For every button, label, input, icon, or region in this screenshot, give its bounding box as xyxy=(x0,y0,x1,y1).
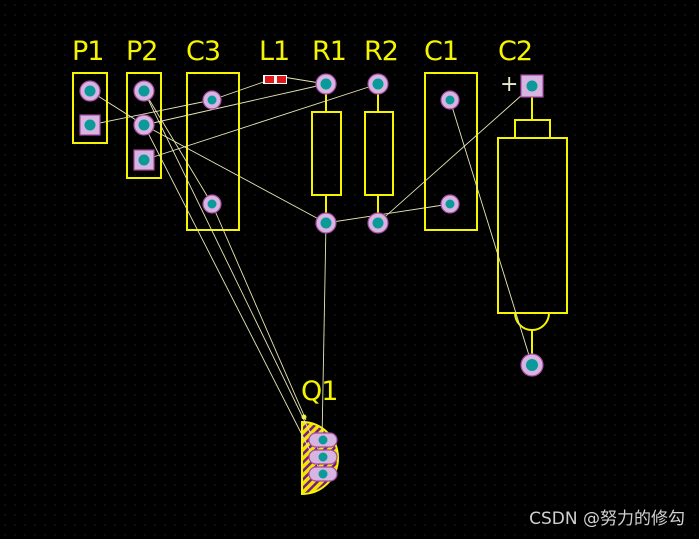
drill-hole xyxy=(138,154,150,166)
drill-hole xyxy=(372,217,384,229)
drill-hole xyxy=(138,85,150,97)
drill-hole xyxy=(207,199,217,209)
ref-c1: C1 xyxy=(424,36,459,67)
ref-p1: P1 xyxy=(72,36,104,67)
l1-pad-2[interactable] xyxy=(277,76,286,83)
ref-c3: C3 xyxy=(186,36,221,67)
c3-outline xyxy=(186,72,240,231)
ref-p2: P2 xyxy=(126,36,158,67)
drill-hole xyxy=(320,217,332,229)
ref-c2: C2 xyxy=(498,36,533,67)
drill-hole xyxy=(138,119,150,131)
l1-pad-1[interactable] xyxy=(265,76,274,83)
c2-polarity-mark: + xyxy=(500,72,519,97)
c2-body xyxy=(497,137,568,314)
ref-r2: R2 xyxy=(364,36,399,67)
p1-outline xyxy=(72,72,108,144)
drill-hole xyxy=(84,85,96,97)
drill-hole xyxy=(318,452,328,462)
drill-hole xyxy=(318,435,328,445)
ref-r1: R1 xyxy=(312,36,347,67)
drill-hole xyxy=(207,95,217,105)
ref-l1: L1 xyxy=(259,36,290,67)
drill-hole xyxy=(84,119,96,131)
drill-hole xyxy=(526,80,538,92)
drill-hole xyxy=(526,359,538,371)
drill-hole xyxy=(445,199,455,209)
ratsnest xyxy=(89,76,533,475)
drill-hole xyxy=(320,78,332,90)
watermark: CSDN @努力的修勾 xyxy=(529,509,685,529)
drill-hole xyxy=(445,95,455,105)
l1-outline xyxy=(263,75,287,84)
ref-q1: Q1 xyxy=(301,376,338,407)
c1-outline xyxy=(424,72,478,231)
drill-hole xyxy=(372,78,384,90)
drill-hole xyxy=(318,469,328,479)
